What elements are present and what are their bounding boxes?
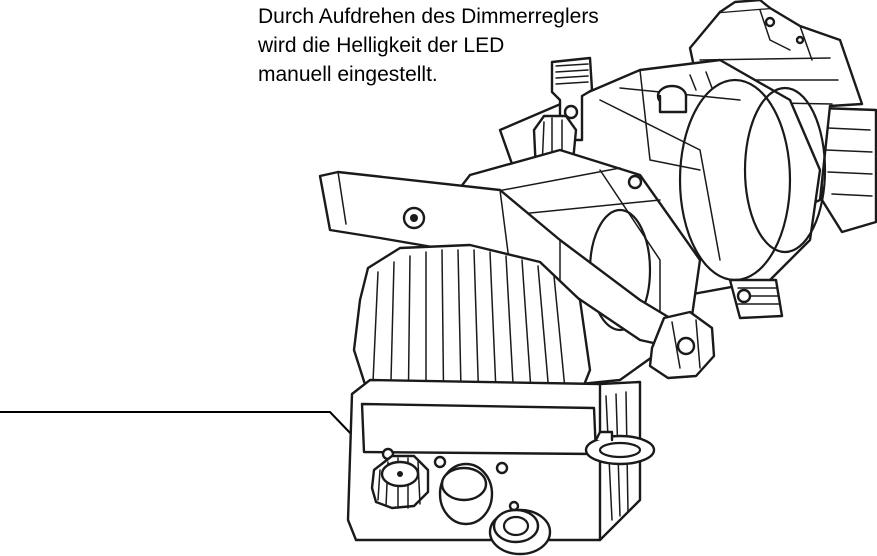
dimmer-knob-icon <box>370 454 430 510</box>
shutter-handle-side <box>728 278 784 320</box>
rear-knob <box>656 84 688 114</box>
callout-leader-line <box>0 411 379 463</box>
caption-text: Durch Aufdrehen des Dimmerreglers wird d… <box>258 2 599 89</box>
yoke-star-knob <box>648 310 716 380</box>
caption-line-2: wird die Helligkeit der LED <box>258 34 505 57</box>
rear-tail <box>818 106 877 234</box>
side-ring-handle <box>584 430 656 466</box>
caption-line-3: manuell eingestellt. <box>258 63 438 86</box>
mode-knob-icon <box>438 462 494 526</box>
caption-line-1: Durch Aufdrehen des Dimmerreglers <box>258 5 599 28</box>
power-connector-icon <box>488 508 552 556</box>
